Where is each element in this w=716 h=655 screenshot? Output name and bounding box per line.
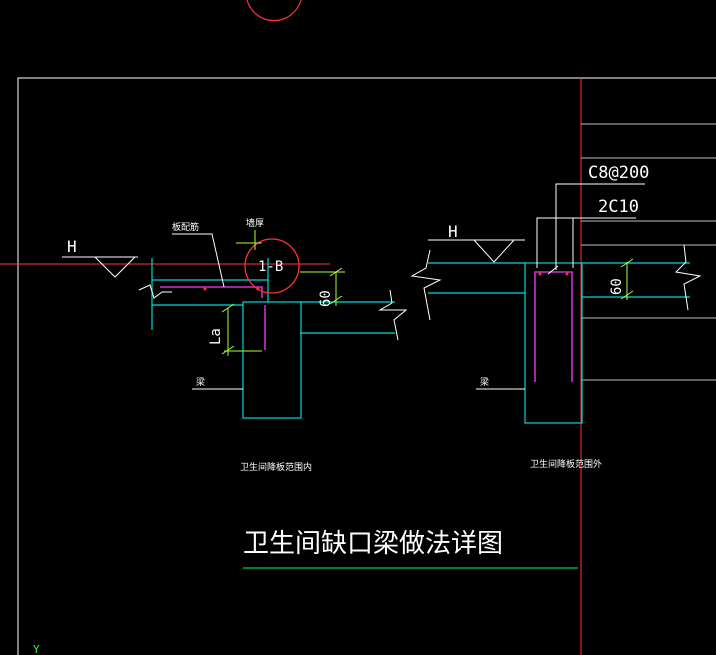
left-level-mark: H — [62, 237, 138, 278]
left-dim-60 — [300, 267, 345, 306]
top-arc — [246, 0, 302, 22]
ucs-y-label: Y — [33, 643, 40, 655]
right-level-mark: H — [428, 222, 525, 263]
left-dim-la-label: La — [208, 328, 224, 345]
left-dim-60-label: 60 — [318, 290, 334, 307]
left-dim-la — [221, 303, 262, 356]
left-rebar-label: 板配筋 — [172, 221, 199, 233]
right-stirrup-leader — [555, 183, 645, 270]
left-wall-label: 墙厚 — [246, 217, 264, 229]
right-slab-outline — [428, 262, 690, 424]
right-rebar — [534, 271, 573, 382]
right-bar-label: 2C10 — [598, 197, 639, 217]
right-detail: H C8@200 2C10 60 — [410, 163, 702, 470]
right-rebar-dot-2 — [565, 272, 569, 276]
left-callout-label: 1-B — [258, 259, 283, 275]
right-stirrup-label: C8@200 — [588, 163, 649, 183]
drawing-title: 卫生间缺口梁做法详图 — [243, 529, 503, 559]
drawing-frame — [17, 77, 716, 655]
left-rebar — [160, 286, 266, 350]
right-edge-lines — [581, 123, 716, 381]
right-dim-60 — [620, 258, 634, 300]
left-beam-label: 梁 — [196, 376, 205, 388]
right-break-line-2 — [674, 244, 702, 311]
left-level-label: H — [67, 237, 77, 256]
left-break-line-1 — [138, 284, 172, 299]
right-bar-leader — [536, 217, 636, 268]
right-level-label: H — [448, 222, 458, 241]
left-rebar-dot-1 — [203, 287, 207, 291]
left-slab-outline — [151, 258, 395, 419]
left-callout-circle — [244, 238, 300, 294]
right-caption: 卫生间降板范围外 — [530, 458, 602, 470]
left-caption: 卫生间降板范围内 — [240, 461, 312, 473]
right-rebar-dot-1 — [538, 272, 542, 276]
left-rebar-leader — [172, 233, 225, 288]
left-detail: H 1-B 板配筋 墙厚 — [62, 217, 408, 473]
left-break-line-2 — [378, 289, 408, 341]
right-dim-60-label: 60 — [609, 278, 625, 295]
right-beam-label: 梁 — [480, 376, 489, 388]
right-break-line-1 — [410, 249, 442, 321]
